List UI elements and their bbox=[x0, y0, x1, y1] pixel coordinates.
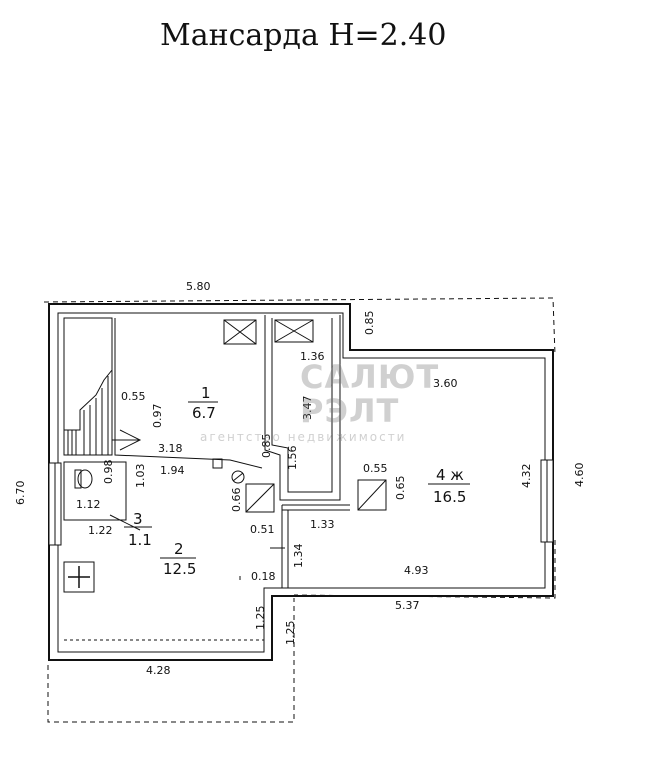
room-2-label: 2 12.5 bbox=[160, 540, 196, 578]
dim-360: 3.60 bbox=[433, 377, 458, 390]
watermark-line-1: САЛЮТ bbox=[300, 358, 440, 396]
dim-133: 1.33 bbox=[310, 518, 335, 531]
dim-085-top: 0.85 bbox=[363, 311, 376, 336]
plan-title: Мансарда H=2.40 bbox=[160, 18, 447, 53]
meter-icon bbox=[212, 458, 223, 469]
dim-018: 0.18 bbox=[251, 570, 276, 583]
dim-125-a: 1.25 bbox=[254, 606, 267, 631]
room-1-label: 1 6.7 bbox=[188, 384, 218, 422]
vent-box-4 bbox=[357, 479, 387, 511]
toilet-icon bbox=[77, 469, 93, 489]
watermark-line-2: РЭЛТ bbox=[300, 392, 400, 430]
dim-left-height: 6.70 bbox=[14, 481, 27, 506]
dim-055-b: 0.55 bbox=[363, 462, 388, 475]
room-4-label: 4 ж 16.5 bbox=[428, 466, 470, 506]
watermark: САЛЮТ РЭЛТ агентство недвижимости bbox=[200, 358, 440, 444]
dim-066: 0.66 bbox=[230, 488, 243, 513]
svg-text:3: 3 bbox=[133, 510, 143, 528]
exterior-wall bbox=[48, 303, 554, 661]
dim-top-width: 5.80 bbox=[186, 280, 211, 293]
exterior-wall-inner bbox=[57, 312, 546, 653]
svg-text:2: 2 bbox=[174, 540, 184, 558]
svg-text:16.5: 16.5 bbox=[433, 488, 466, 506]
dim-098: 0.98 bbox=[102, 460, 115, 485]
svg-text:4 ж: 4 ж bbox=[436, 466, 464, 484]
dim-432: 4.32 bbox=[520, 464, 533, 489]
dim-156: 1.56 bbox=[286, 446, 299, 471]
dim-055-a: 0.55 bbox=[121, 390, 146, 403]
vent-box-2 bbox=[274, 319, 314, 343]
partition-hall bbox=[114, 318, 263, 469]
vent-box-3 bbox=[245, 483, 275, 513]
staircase bbox=[63, 317, 113, 456]
svg-text:6.7: 6.7 bbox=[192, 404, 216, 422]
stair-arrow bbox=[112, 429, 142, 451]
dim-right-height: 4.60 bbox=[573, 463, 586, 488]
dim-112: 1.12 bbox=[76, 498, 101, 511]
dim-051: 0.51 bbox=[250, 523, 275, 536]
dim-428: 4.28 bbox=[146, 664, 171, 677]
tray-icon bbox=[63, 561, 95, 593]
svg-text:12.5: 12.5 bbox=[163, 560, 196, 578]
svg-text:1: 1 bbox=[201, 384, 211, 402]
partition-closet bbox=[264, 315, 341, 501]
watermark-subtitle: агентство недвижимости bbox=[200, 430, 407, 444]
vent-box-1 bbox=[223, 319, 257, 345]
boiler-icon bbox=[231, 470, 245, 484]
dim-122: 1.22 bbox=[88, 524, 113, 537]
dim-134: 1.34 bbox=[292, 544, 305, 569]
dim-347: 3.47 bbox=[301, 396, 314, 421]
dim-318: 3.18 bbox=[158, 442, 183, 455]
dim-103: 1.03 bbox=[134, 464, 147, 489]
dim-125-b: 1.25 bbox=[284, 621, 297, 646]
roof-overhang-outline bbox=[43, 297, 556, 723]
dim-493: 4.93 bbox=[404, 564, 429, 577]
dim-194: 1.94 bbox=[160, 464, 185, 477]
dim-537: 5.37 bbox=[395, 599, 420, 612]
svg-text:1.1: 1.1 bbox=[128, 531, 152, 549]
partition-bathroom bbox=[63, 461, 127, 521]
dim-097: 0.97 bbox=[151, 404, 164, 429]
dim-085-mid: 0.85 bbox=[260, 434, 273, 459]
dim-136: 1.36 bbox=[300, 350, 325, 363]
dim-065: 0.65 bbox=[394, 476, 407, 501]
partition-mid bbox=[281, 504, 350, 588]
room-3-label: 3 1.1 bbox=[124, 510, 152, 549]
